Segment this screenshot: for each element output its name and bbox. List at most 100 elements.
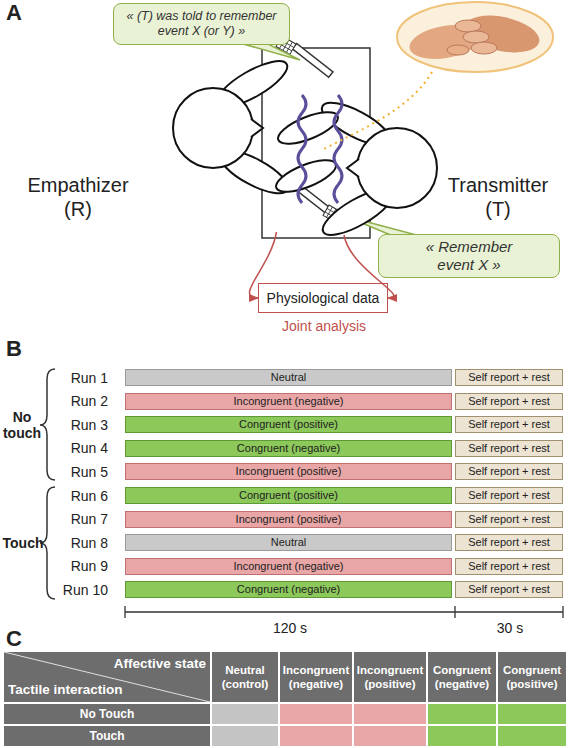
person-figure: Empathizer (R)	[20, 80, 290, 232]
self-report-box: Self report + rest	[455, 416, 563, 433]
table-cell	[280, 704, 352, 724]
person-figure: Transmitter (T)	[290, 110, 560, 235]
run-bar: Incongruent (positive)	[125, 463, 452, 480]
axis-header: Tactile interaction	[8, 682, 188, 697]
physiological-data-box: Physiological dataJoint analysis	[258, 283, 388, 313]
diagonal-divider	[4, 652, 210, 702]
header-cell	[280, 652, 352, 702]
panel-letter: C	[6, 626, 36, 652]
callout-box: « (T) was told to remember event X (or Y…	[113, 3, 290, 45]
data-flow-arrow	[249, 232, 276, 298]
bar-text: Self report + rest	[468, 394, 550, 409]
bar-text: Self report + rest	[468, 370, 550, 385]
forearm	[274, 106, 342, 150]
column-header: Incongruent (negative)	[280, 652, 352, 702]
callout-text: « (T) was told to remember event X (or Y…	[114, 9, 289, 39]
self-report-box: Self report + rest	[455, 463, 563, 480]
table-cell	[280, 726, 352, 746]
column-header: Congruent (negative)	[428, 652, 496, 702]
run-label: Run 9	[50, 558, 108, 575]
row-header: No Touch	[4, 704, 210, 724]
self-report-box: Self report + rest	[455, 511, 563, 528]
physio-wave	[334, 95, 342, 203]
bar-text: Self report + rest	[468, 582, 550, 597]
group-label: No touch	[0, 409, 44, 441]
run-bar: Incongruent (negative)	[125, 558, 452, 575]
self-report-box: Self report + rest	[455, 369, 563, 386]
run-label: Run 5	[50, 463, 108, 480]
run-bar: Incongruent (negative)	[125, 393, 452, 410]
bar-text: Self report + rest	[468, 464, 550, 479]
callout-text: « Remember event X »	[413, 238, 525, 274]
hand	[461, 9, 542, 58]
run-label: Run 4	[50, 440, 108, 457]
callout-box: « Remember event X »	[378, 234, 560, 278]
bar-text: Incongruent (positive)	[236, 464, 342, 479]
run-label: Run 8	[50, 534, 108, 551]
header-cell	[498, 652, 566, 702]
table-cell	[212, 726, 278, 746]
run-bar: Neutral	[125, 534, 452, 551]
run-bar: Congruent (positive)	[125, 416, 452, 433]
bar-text: Incongruent (positive)	[236, 512, 342, 527]
group-label: Touch	[0, 535, 46, 551]
nose	[347, 159, 359, 177]
photo-frame	[397, 2, 553, 72]
run-bar: Congruent (positive)	[125, 487, 452, 504]
head	[357, 128, 437, 208]
group-brace	[40, 369, 55, 480]
row-header: Touch	[4, 726, 210, 746]
axis-header: Affective state	[60, 656, 206, 671]
run-label: Run 10	[50, 581, 108, 598]
bar-text: Congruent (negative)	[237, 441, 340, 456]
bar-text: Self report + rest	[468, 559, 550, 574]
bar-text: Self report + rest	[468, 488, 550, 503]
row-header-cell	[4, 726, 210, 746]
callout-tail	[243, 44, 300, 60]
bar-text: Neutral	[271, 535, 306, 550]
header-cell	[354, 652, 426, 702]
run-bar: Congruent (negative)	[125, 581, 452, 598]
bar-text: Congruent (positive)	[239, 488, 338, 503]
finger	[471, 42, 497, 54]
hands-photo	[397, 2, 553, 72]
table-cell	[354, 704, 426, 724]
self-report-box: Self report + rest	[455, 534, 563, 551]
column-header: Incongruent (positive)	[354, 652, 426, 702]
condition-table	[4, 652, 566, 746]
self-report-box: Self report + rest	[455, 487, 563, 504]
screen	[292, 43, 333, 77]
self-report-box: Self report + rest	[455, 581, 563, 598]
transmitter-figure	[274, 95, 437, 244]
bar-text: Self report + rest	[468, 512, 550, 527]
run-bar: Incongruent (positive)	[125, 511, 452, 528]
duration-label: 30 s	[460, 620, 560, 636]
panel-letter: B	[6, 336, 36, 362]
role-label: Empathizer (R)	[22, 173, 134, 221]
bar-text: Congruent (negative)	[237, 582, 340, 597]
table-cell	[428, 726, 496, 746]
bar-text: Self report + rest	[468, 535, 550, 550]
self-report-box: Self report + rest	[455, 393, 563, 410]
bar-text: Neutral	[271, 370, 306, 385]
self-report-box: Self report + rest	[455, 440, 563, 457]
bar-text: Self report + rest	[468, 441, 550, 456]
duration-label: 120 s	[240, 620, 340, 636]
run-label: Run 2	[50, 393, 108, 410]
role-label: Transmitter (T)	[438, 173, 558, 221]
run-label: Run 6	[50, 487, 108, 504]
panel-letter: A	[6, 0, 36, 26]
run-label: Run 1	[50, 369, 108, 386]
finger	[455, 20, 481, 32]
header-cell	[4, 652, 210, 702]
run-bar: Neutral	[125, 369, 452, 386]
bar-text: Incongruent (negative)	[233, 394, 343, 409]
analysis-label: Joint analysis	[239, 318, 409, 334]
bar-text: Congruent (positive)	[239, 417, 338, 432]
table-cell	[498, 726, 566, 746]
photo-leader	[322, 72, 432, 150]
table-cell	[498, 704, 566, 724]
run-bar: Congruent (negative)	[125, 440, 452, 457]
